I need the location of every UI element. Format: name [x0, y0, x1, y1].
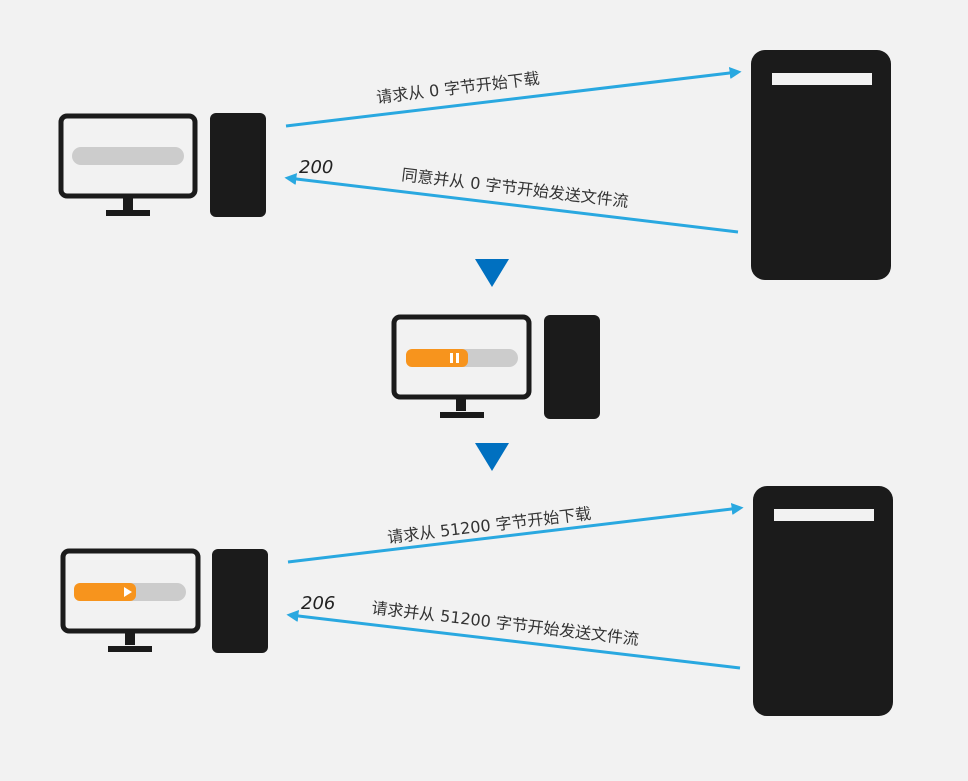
monitor-base — [440, 412, 484, 418]
progress-track — [72, 147, 184, 165]
step-down-arrow-2 — [475, 443, 509, 471]
monitor-stand — [125, 631, 135, 645]
client-computer-2 — [391, 314, 600, 419]
server-slot — [772, 73, 872, 85]
response-code-1: 200 — [299, 157, 333, 178]
step-down-arrow-1 — [475, 259, 509, 287]
pause-icon — [450, 353, 459, 363]
client-computer-3 — [60, 548, 268, 653]
server-body — [751, 50, 891, 280]
progress-fill — [74, 583, 136, 601]
pc-tower — [212, 549, 268, 653]
request-arrow-1 — [285, 67, 742, 128]
monitor-base — [108, 646, 152, 652]
request-label-2: 请求从 51200 字节开始下载 — [386, 504, 592, 547]
client-computer-1 — [58, 113, 266, 217]
monitor-stand — [123, 196, 133, 210]
server-slot — [774, 509, 874, 521]
server-body — [753, 486, 893, 716]
server-1 — [751, 50, 891, 280]
monitor-base — [106, 210, 150, 216]
pc-tower — [210, 113, 266, 217]
pc-tower — [544, 315, 600, 419]
monitor-stand — [456, 397, 466, 411]
server-2 — [753, 486, 893, 716]
play-icon — [124, 587, 132, 597]
request-arrow-2 — [287, 503, 744, 564]
request-label-1: 请求从 0 字节开始下载 — [375, 69, 540, 107]
response-arrow-1 — [284, 173, 739, 234]
response-code-2: 206 — [301, 593, 335, 614]
response-arrow-2 — [286, 610, 741, 670]
